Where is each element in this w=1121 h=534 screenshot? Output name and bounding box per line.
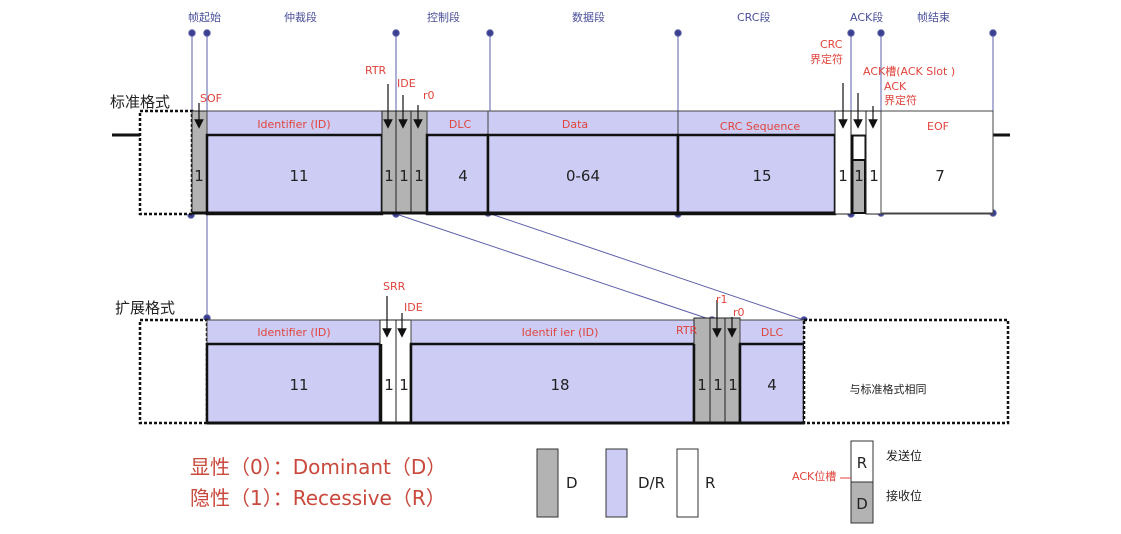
legend-d-label: D: [566, 474, 578, 492]
ext-bits-ide: 1: [399, 376, 409, 394]
ext-r0-field: [724, 317, 741, 424]
legend-recessive-swatch: [676, 448, 699, 518]
std-ack-delimiter-label-2: 界定符: [884, 93, 917, 107]
std-header-dlc: DLC: [449, 118, 472, 131]
ext-header-dlc: DLC: [761, 326, 784, 339]
std-eof-field: [880, 110, 994, 215]
std-ide-field: [395, 110, 412, 215]
std-bits-ack-slot: 1: [854, 167, 864, 185]
extended-frame: [138, 317, 1010, 425]
ext-bits-srr: 1: [384, 376, 394, 394]
ext-bits-r1: 1: [713, 376, 723, 394]
ext-srr-field: [379, 319, 397, 424]
segment-data: 数据段: [572, 10, 605, 24]
standard-bit-counts: 1 11 1 1 1 4 0-64 15 1 1 1 7: [194, 167, 945, 185]
segment-crc: CRC段: [737, 10, 770, 24]
legend-recv-bit-label: 接收位: [886, 488, 922, 503]
std-crc-delimiter-field: [834, 110, 852, 215]
std-r0-label: r0: [423, 89, 435, 102]
ext-r1-label: r1: [716, 293, 728, 306]
std-bits-eof: 7: [935, 167, 945, 185]
segment-sof: 帧起始: [188, 10, 221, 24]
segment-control: 控制段: [427, 10, 460, 24]
extended-annotation-labels: SRR IDE RTR r1 r0: [383, 280, 745, 337]
legend-recessive-text: 隐性（1）：Recessive（R）: [190, 486, 446, 510]
legend-dominant-swatch: [536, 448, 559, 518]
legend-send-bit-label: 发送位: [886, 448, 922, 463]
std-rtr-field: [381, 110, 397, 215]
ext-r0-label: r0: [733, 306, 745, 319]
legend-ack-bit-label: ACK位槽: [792, 469, 836, 483]
ext-same-as-standard-text: 与标准格式相同: [850, 382, 927, 396]
extended-format-label: 扩展格式: [115, 299, 175, 317]
standard-format-label: 标准格式: [110, 93, 170, 111]
std-identifier-field: [205, 133, 384, 216]
std-bits-dlc: 4: [458, 167, 468, 185]
std-bits-identifier: 11: [289, 167, 308, 185]
legend-ack-top: R: [857, 454, 867, 472]
ext-r1-field: [709, 317, 726, 424]
std-r0-field: [410, 110, 428, 215]
std-bits-ide: 1: [399, 167, 409, 185]
standard-annotations: [194, 83, 878, 129]
std-bits-r0: 1: [414, 167, 424, 185]
ext-bits-r0: 1: [728, 376, 738, 394]
ext-same-as-standard-box: [802, 318, 1010, 425]
legend-dr-swatch: [605, 448, 628, 518]
std-bits-sof: 1: [194, 167, 204, 185]
extended-bit-counts: 11 1 1 18 1 1 1 4 与标准格式相同: [289, 376, 926, 396]
standard-field-headers: Identifier (ID) DLC Data CRC Sequence EO…: [257, 118, 949, 133]
ext-header-identifier-base: Identifier (ID): [257, 326, 330, 339]
extended-annotations: [382, 296, 737, 338]
ext-bits-rtr: 1: [697, 376, 707, 394]
std-rtr-label: RTR: [365, 64, 387, 77]
segment-arbitration: 仲裁段: [284, 10, 317, 24]
standard-annotation-labels: SOF RTR IDE r0 CRC 界定符 ACK槽(ACK Slot ) A…: [200, 38, 955, 107]
ext-bits-identifier-base: 11: [289, 376, 308, 394]
legend-ack-bottom: D: [856, 495, 868, 513]
std-bits-crc: 15: [752, 167, 771, 185]
std-sof-label: SOF: [200, 92, 222, 105]
segment-titles: 帧起始 仲裁段 控制段 数据段 CRC段 ACK段 帧结束: [188, 10, 950, 24]
legend: 显性（0）：Dominant（D） 隐性（1）：Recessive（R） D D…: [190, 440, 922, 524]
std-bits-crc-delimiter: 1: [838, 167, 848, 185]
std-header-identifier: Identifier (ID): [257, 118, 330, 131]
ext-header-identifier-ext: Identif ier (ID): [522, 326, 599, 339]
std-header-eof: EOF: [927, 120, 949, 133]
std-ack-delimiter-field: [865, 110, 882, 215]
legend-r-label: R: [705, 474, 715, 492]
legend-dominant-text: 显性（0）：Dominant（D）: [190, 455, 446, 479]
ext-rtr-label: RTR: [676, 324, 698, 337]
std-header-data: Data: [562, 118, 588, 131]
std-bits-ack-delimiter: 1: [869, 167, 879, 185]
ext-dlc-field: [738, 342, 806, 425]
std-bits-rtr: 1: [384, 167, 394, 185]
legend-dr-label: D/R: [638, 474, 665, 492]
ext-bits-identifier-ext: 18: [550, 376, 569, 394]
std-crc-delimiter-label-1: CRC: [820, 38, 843, 51]
ext-ide-label: IDE: [404, 301, 423, 314]
standard-frame: [112, 109, 1010, 216]
std-bits-data: 0-64: [566, 167, 600, 185]
segment-ack: ACK段: [850, 10, 883, 24]
std-ack-slot-label: ACK槽(ACK Slot ): [863, 65, 955, 78]
extended-field-headers: Identifier (ID) Identif ier (ID) DLC: [257, 326, 783, 339]
std-header-crc: CRC Sequence: [720, 120, 800, 133]
segment-eof: 帧结束: [917, 10, 950, 24]
ext-ide-field: [395, 319, 412, 424]
ext-srr-label: SRR: [383, 280, 406, 293]
std-ack-delimiter-label-1: ACK: [884, 80, 907, 93]
ext-bits-dlc: 4: [767, 376, 777, 394]
std-crc-delimiter-label-2: 界定符: [810, 52, 843, 66]
legend-ack-recv-box: [850, 481, 874, 524]
std-sof-field: [191, 110, 208, 215]
std-ide-label: IDE: [397, 77, 416, 90]
